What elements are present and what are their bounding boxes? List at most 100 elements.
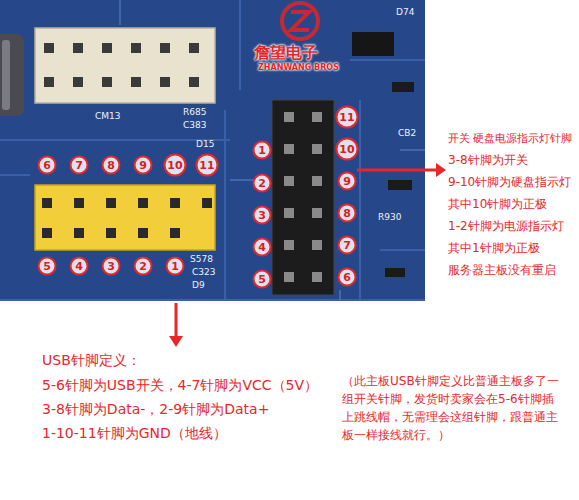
circle-shape: [71, 157, 88, 174]
arrow-head: [436, 163, 446, 177]
smd-part: [392, 82, 414, 92]
pin-number-circle: 4: [69, 256, 89, 276]
pin-number: 11: [199, 160, 214, 171]
pin-number: 2: [139, 261, 147, 272]
chip: [352, 32, 394, 56]
capacitor: [0, 34, 24, 116]
circuit-board: [0, 0, 425, 300]
pin-number-circle: 2: [133, 256, 153, 276]
note-text: （此主板USB针脚定义比普通主板多了一组开关针脚，发货时卖家会在5-6针脚插上跳…: [342, 372, 560, 444]
pin-number-circle: 5: [252, 269, 272, 289]
pin-number: 4: [258, 242, 266, 253]
circle-shape: [167, 258, 184, 275]
callout-text: 开关 硬盘电源指示灯针脚: [448, 132, 573, 146]
part-name: CM13: [95, 111, 121, 122]
part-name: D9: [192, 280, 205, 291]
pin-column: [284, 112, 294, 292]
watermark-text: ZHANWANG BROS: [258, 63, 339, 73]
leader-arrow: [175, 303, 178, 338]
pin-number-circle: 6: [337, 267, 357, 287]
pin-number: 1: [171, 261, 179, 272]
circle-shape: [39, 258, 56, 275]
pin-definition: 3-8针脚为Data-，2-9针脚为Data+: [42, 401, 269, 419]
callout-text: 其中1针脚为正极: [448, 241, 540, 256]
pin-number-circle: 7: [69, 155, 89, 175]
circle-shape: [337, 139, 358, 160]
pin-row: [42, 228, 180, 238]
pin-column: [312, 112, 322, 292]
pin-number: 10: [167, 160, 182, 171]
pin-number: 5: [258, 274, 266, 285]
part-name: C383: [183, 120, 206, 131]
circle-shape: [135, 157, 152, 174]
pin-number: 5: [43, 261, 51, 272]
pin-number-circle: 4: [252, 237, 272, 257]
smd-part: [388, 180, 412, 190]
pin-number: 3: [258, 210, 266, 221]
pin-number-circle: 3: [252, 205, 272, 225]
circle-shape: [254, 271, 271, 288]
part-name: S578: [190, 254, 213, 265]
callout-text: 其中10针脚为正极: [448, 197, 547, 212]
smd-part: [385, 268, 405, 277]
pin-row: [44, 43, 212, 53]
pin-number-circle: 11: [335, 105, 359, 129]
callout-text: 1-2针脚为电源指示灯: [448, 219, 564, 234]
capacitor-highlight: [2, 40, 10, 110]
circle-shape: [254, 239, 271, 256]
pin-number-circle: 9: [133, 155, 153, 175]
circle-shape: [339, 237, 356, 254]
pin-number: 1: [258, 145, 266, 156]
pin-number-circle: 10: [335, 137, 359, 161]
pin-number: 4: [75, 261, 83, 272]
arrow-head: [169, 336, 183, 347]
board-trace: [0, 0, 425, 300]
leader-arrow: [357, 169, 438, 172]
logo-ring: [282, 3, 318, 39]
circle-shape: [165, 155, 186, 176]
logo-mark: [291, 12, 309, 30]
pin-definition: 1-10-11针脚为GND（地线）: [42, 425, 227, 443]
circle-shape: [337, 107, 358, 128]
circle-shape: [254, 142, 271, 159]
circle-shape: [103, 258, 120, 275]
callout-text: 3-8针脚为开关: [448, 153, 528, 168]
pin-number: 9: [343, 176, 351, 187]
pin-definition: 5-6针脚为USB开关，4-7针脚为VCC（5V）: [42, 377, 318, 395]
pin-number-circle: 5: [37, 256, 57, 276]
pin-number: 9: [139, 160, 147, 171]
pin-number-circle: 1: [165, 256, 185, 276]
pin-number-circle: 9: [337, 171, 357, 191]
circle-shape: [103, 157, 120, 174]
usb-header: [35, 185, 215, 250]
part-name: R685: [183, 107, 206, 118]
pin-number-circle: 8: [101, 155, 121, 175]
pin-number: 11: [339, 112, 354, 123]
pin-row: [44, 77, 212, 87]
part-name: C323: [192, 267, 215, 278]
part-name: D74: [396, 7, 414, 18]
pin-number: 7: [343, 240, 351, 251]
pin-number: 8: [107, 160, 115, 171]
pin-row: [42, 198, 215, 208]
pin-number-circle: 3: [101, 256, 121, 276]
pin-number-circle: 2: [252, 173, 272, 193]
circle-shape: [339, 205, 356, 222]
pin-number-circle: 8: [337, 203, 357, 223]
circle-shape: [135, 258, 152, 275]
circle-shape: [197, 155, 218, 176]
circle-shape: [339, 173, 356, 190]
circle-shape: [71, 258, 88, 275]
pin-number-circle: 7: [337, 235, 357, 255]
circle-shape: [39, 157, 56, 174]
circle-shape: [254, 207, 271, 224]
watermark-logo: 詹望电子: [254, 43, 318, 63]
pin-number-circle: 11: [195, 153, 219, 177]
part-name: CB2: [398, 128, 416, 139]
pin-number: 6: [343, 272, 351, 283]
circle-shape: [339, 269, 356, 286]
pin-number-circle: 6: [37, 155, 57, 175]
part-name: R930: [378, 212, 401, 223]
pin-number: 10: [339, 144, 354, 155]
